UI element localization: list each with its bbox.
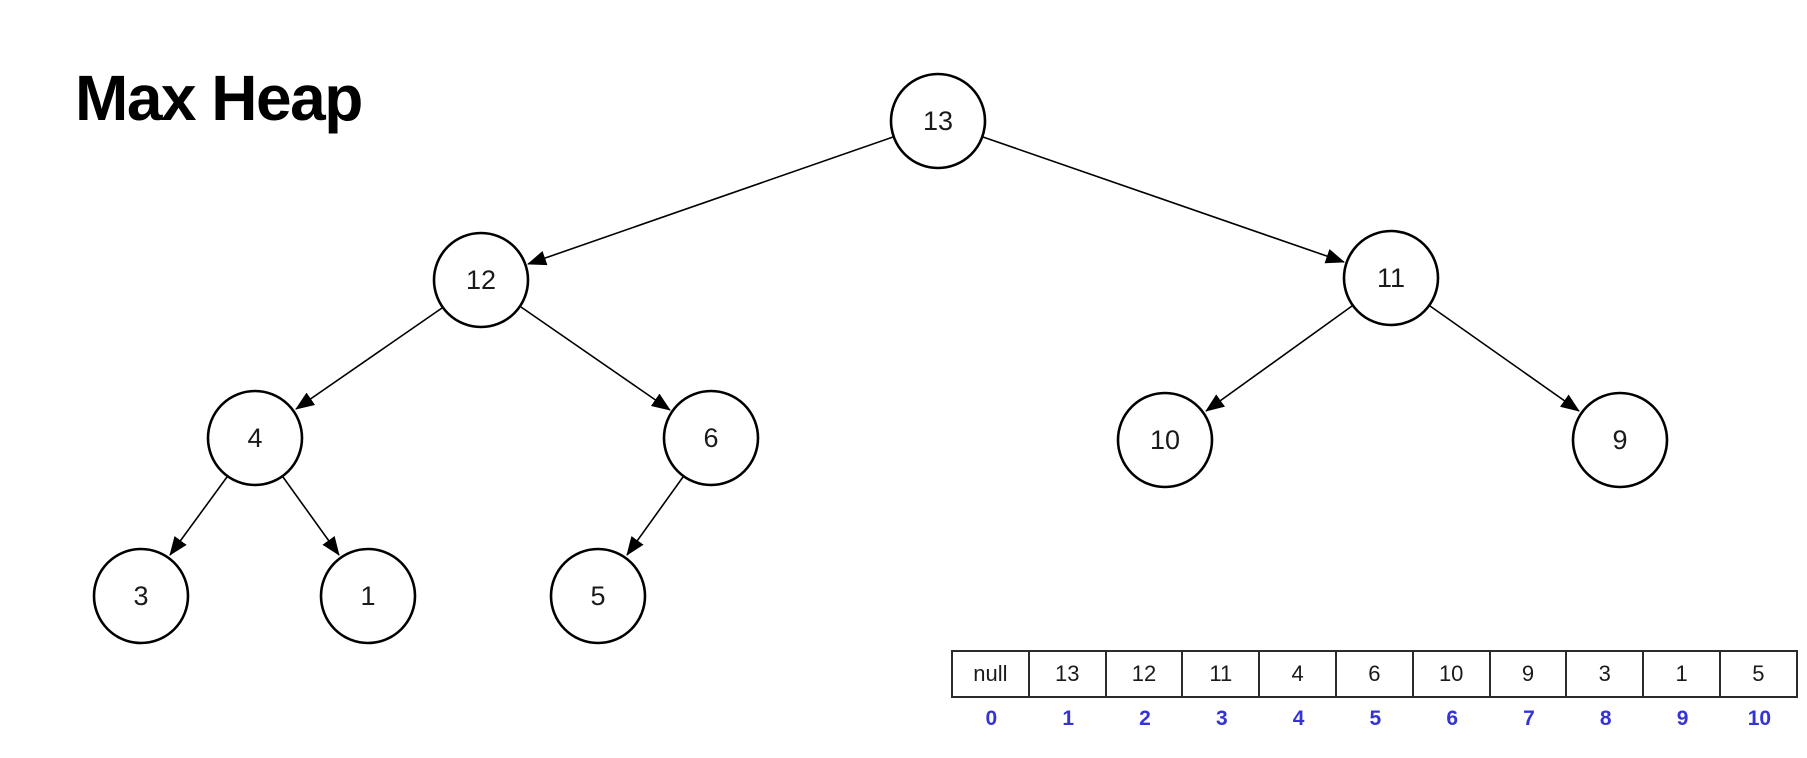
tree-node-circle bbox=[1116, 391, 1214, 489]
tree-node-label: 1 bbox=[360, 581, 375, 611]
array-cell-2: 12 bbox=[1107, 652, 1184, 696]
tree-node-1: 1 bbox=[319, 547, 417, 645]
tree-node-circle bbox=[1571, 391, 1669, 489]
tree-node-circle bbox=[662, 389, 760, 487]
tree-node-label: 9 bbox=[1612, 425, 1627, 455]
array-index-7: 7 bbox=[1523, 707, 1535, 730]
array-cell-10: 5 bbox=[1752, 661, 1765, 686]
tree-node-9: 9 bbox=[1571, 391, 1669, 489]
array-cell-1: 13 bbox=[1030, 652, 1107, 696]
tree-node-6: 6 bbox=[662, 389, 760, 487]
tree-node-circle bbox=[92, 547, 190, 645]
tree-edge-4-3 bbox=[169, 476, 228, 556]
tree-node-label: 10 bbox=[1150, 425, 1180, 455]
tree-edge-6-5 bbox=[626, 476, 684, 556]
array-cell-5: 6 bbox=[1337, 652, 1414, 696]
tree-node-label: 12 bbox=[466, 265, 496, 295]
tree-node-circle bbox=[1342, 229, 1440, 327]
tree-edge-11-10 bbox=[1205, 305, 1353, 412]
array-index-3: 3 bbox=[1215, 707, 1228, 730]
tree-node-circle bbox=[549, 547, 647, 645]
array-index-1: 1 bbox=[1062, 707, 1075, 730]
tree-node-circle bbox=[889, 72, 987, 170]
array-index-5: 5 bbox=[1369, 707, 1382, 730]
tree-node-label: 4 bbox=[247, 423, 262, 453]
array-cell-7: 9 bbox=[1491, 652, 1568, 696]
array-index-6: 6 bbox=[1446, 707, 1459, 730]
array-cells-row: null 13 12 11 4 6 10 9 3 1 5 bbox=[951, 650, 1798, 698]
array-index-0: 0 bbox=[985, 707, 998, 730]
tree-edge-4-1 bbox=[282, 476, 340, 556]
tree-edge-13-12 bbox=[527, 136, 894, 266]
tree-edge-11-9 bbox=[1429, 305, 1580, 412]
tree-node-label: 5 bbox=[590, 581, 605, 611]
tree-node-12: 12 bbox=[432, 231, 530, 329]
tree-node-label: 3 bbox=[133, 581, 148, 611]
array-index-9: 9 bbox=[1676, 707, 1689, 730]
array-index-4: 4 bbox=[1292, 707, 1305, 730]
array-index-2: 2 bbox=[1139, 707, 1151, 730]
page-title: Max Heap bbox=[75, 62, 363, 134]
tree-edge-12-4 bbox=[295, 307, 443, 410]
array-index-8: 8 bbox=[1599, 707, 1612, 730]
array-cell-9: 1 bbox=[1644, 652, 1721, 696]
tree-node-circle bbox=[206, 389, 304, 487]
tree-node-label: 13 bbox=[923, 106, 953, 136]
array-cell-8: 3 bbox=[1567, 652, 1645, 696]
tree-node-11: 11 bbox=[1342, 229, 1440, 327]
tree-nodes: 13 12 11 4 6 10 bbox=[92, 72, 1669, 645]
tree-edge-13-11 bbox=[982, 136, 1345, 264]
tree-node-10: 10 bbox=[1116, 391, 1214, 489]
array-cell-4: 4 bbox=[1260, 652, 1337, 696]
array-cell-0: null bbox=[953, 652, 1030, 696]
tree-node-circle bbox=[432, 231, 530, 329]
array-index-10: 10 bbox=[1747, 707, 1772, 730]
tree-node-4: 4 bbox=[206, 389, 304, 487]
tree-node-13: 13 bbox=[889, 72, 987, 170]
tree-edges bbox=[169, 136, 1580, 556]
tree-node-5: 5 bbox=[549, 547, 647, 645]
array-indices-row: 0 1 2 3 4 5 6 7 8 9 10 bbox=[951, 707, 1798, 731]
tree-node-3: 3 bbox=[92, 547, 190, 645]
tree-node-label: 6 bbox=[703, 423, 718, 453]
tree-edge-12-6 bbox=[520, 306, 671, 411]
tree-node-circle bbox=[319, 547, 417, 645]
array-cell-6: 10 bbox=[1414, 652, 1491, 696]
tree-node-label: 11 bbox=[1377, 263, 1405, 293]
heap-array: null 13 12 11 4 6 10 9 3 1 5 0 1 2 3 4 5… bbox=[951, 650, 1798, 731]
array-cell-3: 11 bbox=[1183, 652, 1261, 696]
